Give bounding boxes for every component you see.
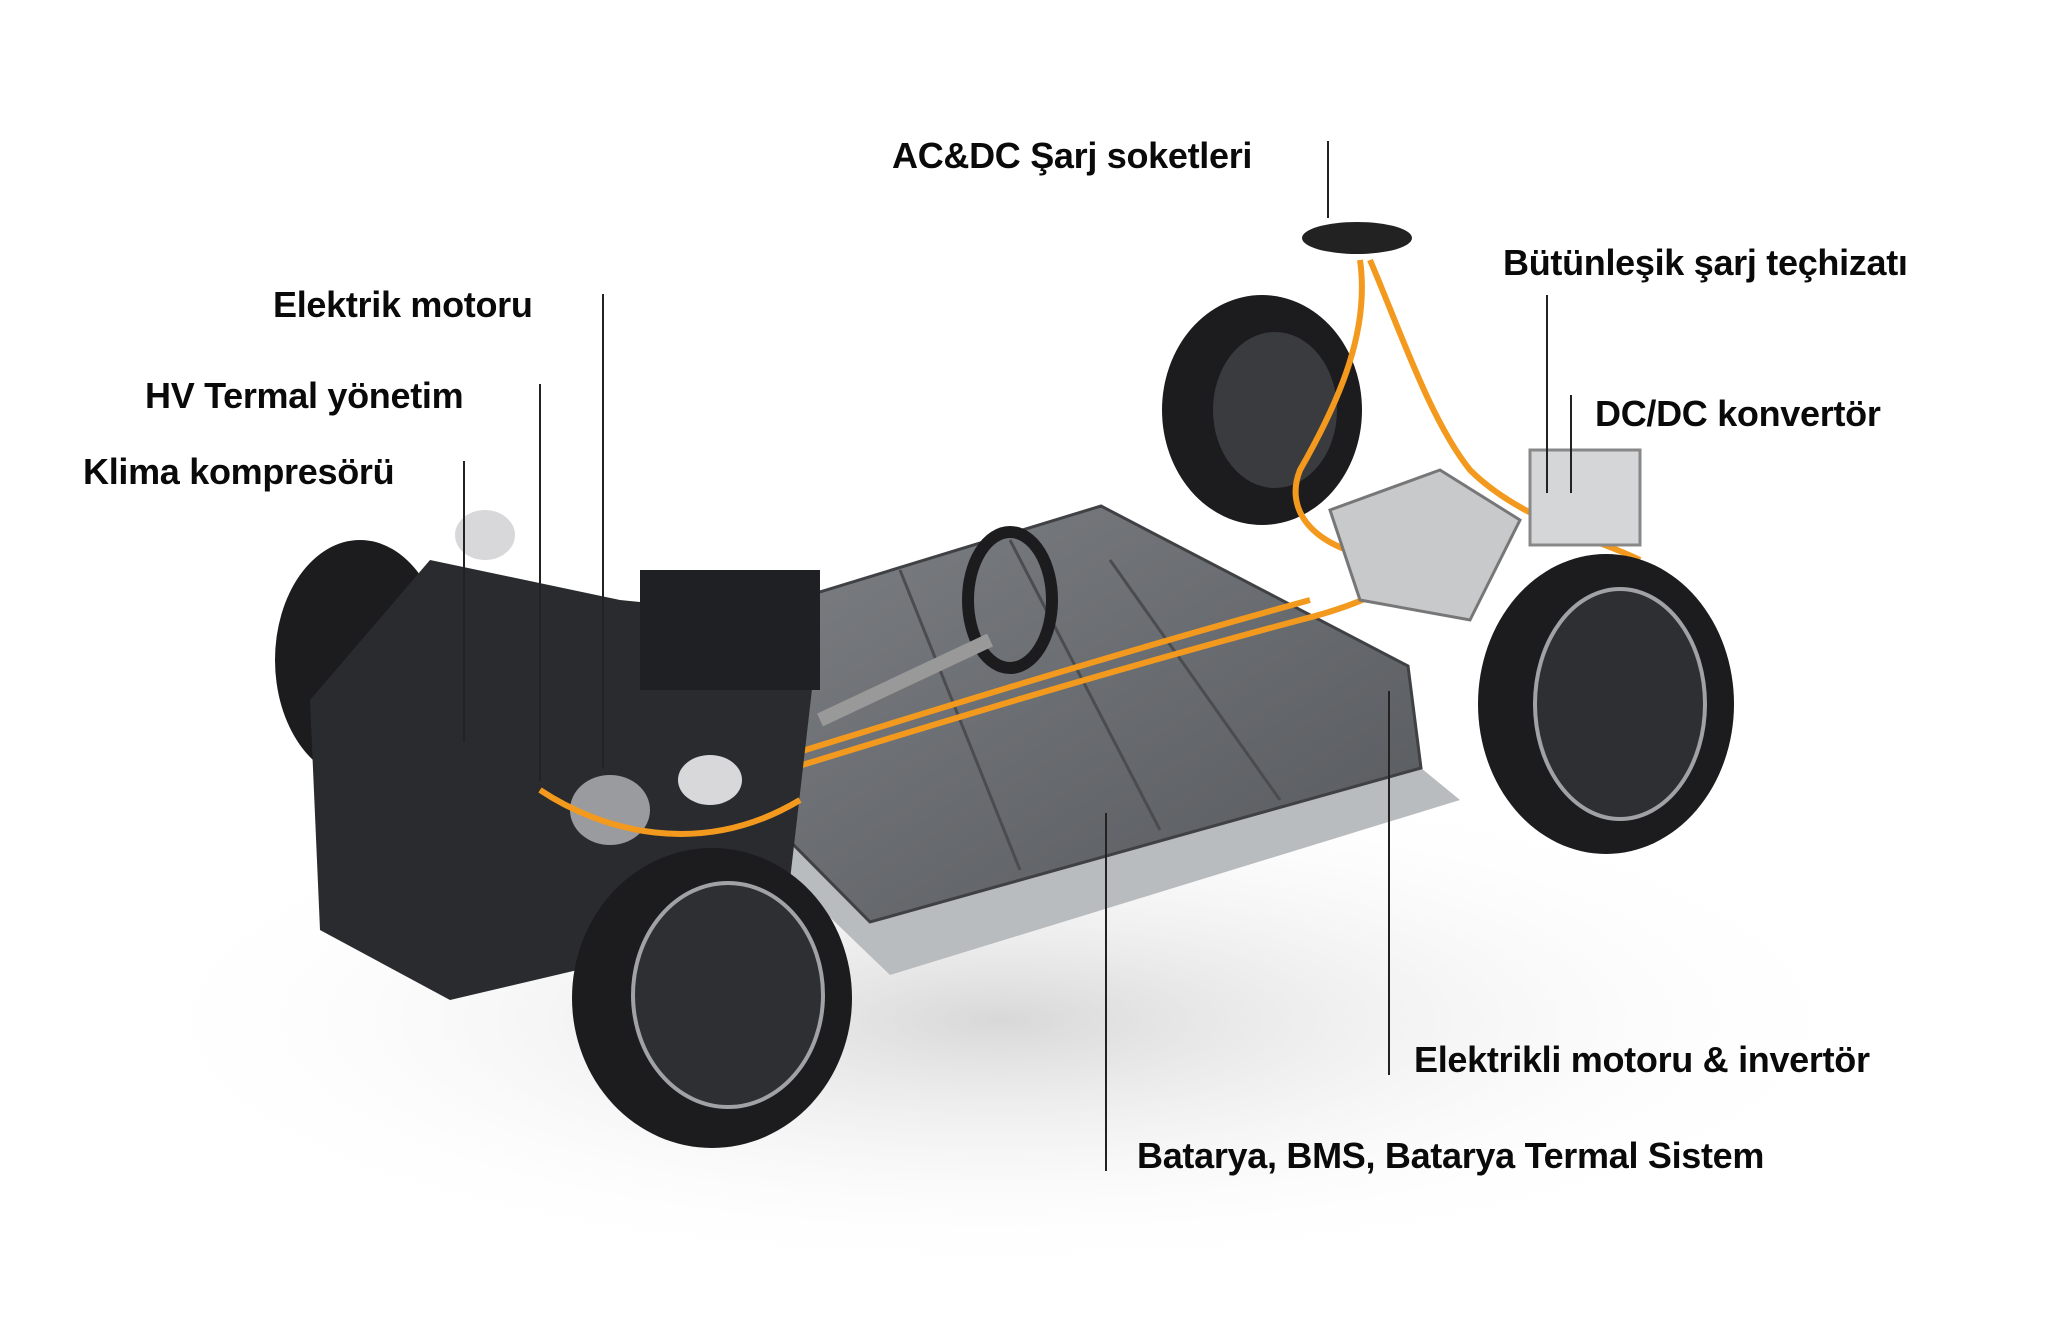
charge-socket xyxy=(1302,222,1412,254)
leader-line-compressor xyxy=(463,461,465,742)
rear-motor-inverter xyxy=(1328,448,1642,622)
label-ac-compressor: Klima kompresörü xyxy=(83,451,395,492)
leader-line-charger xyxy=(1546,295,1548,493)
label-battery: Batarya, BMS, Batarya Termal Sistem xyxy=(1137,1135,1765,1176)
leader-line-battery xyxy=(1105,813,1107,1171)
leader-line-motor-inverter xyxy=(1388,691,1390,1075)
front-left-wheel xyxy=(572,848,852,1148)
label-dc-dc-converter: DC/DC konvertör xyxy=(1595,393,1881,434)
rear-left-wheel xyxy=(1162,295,1362,525)
battery-pack xyxy=(760,504,1460,975)
label-ac-dc-sockets: AC&DC Şarj soketleri xyxy=(892,135,1253,176)
leader-line-hv-thermal xyxy=(539,384,541,781)
steering-wheel xyxy=(962,526,1058,674)
label-motor-inverter: Elektrikli motoru & invertör xyxy=(1414,1039,1870,1080)
leader-line-ac-dc xyxy=(1327,141,1329,218)
label-hv-thermal: HV Termal yönetim xyxy=(145,375,464,416)
label-electric-motor: Elektrik motoru xyxy=(273,284,533,325)
steering-column xyxy=(817,633,993,727)
rear-right-wheel xyxy=(1478,554,1734,854)
leader-line-motor xyxy=(602,294,604,768)
label-onboard-charger: Bütünleşik şarj teçhizatı xyxy=(1503,242,1908,283)
leader-line-dcdc xyxy=(1570,395,1572,493)
